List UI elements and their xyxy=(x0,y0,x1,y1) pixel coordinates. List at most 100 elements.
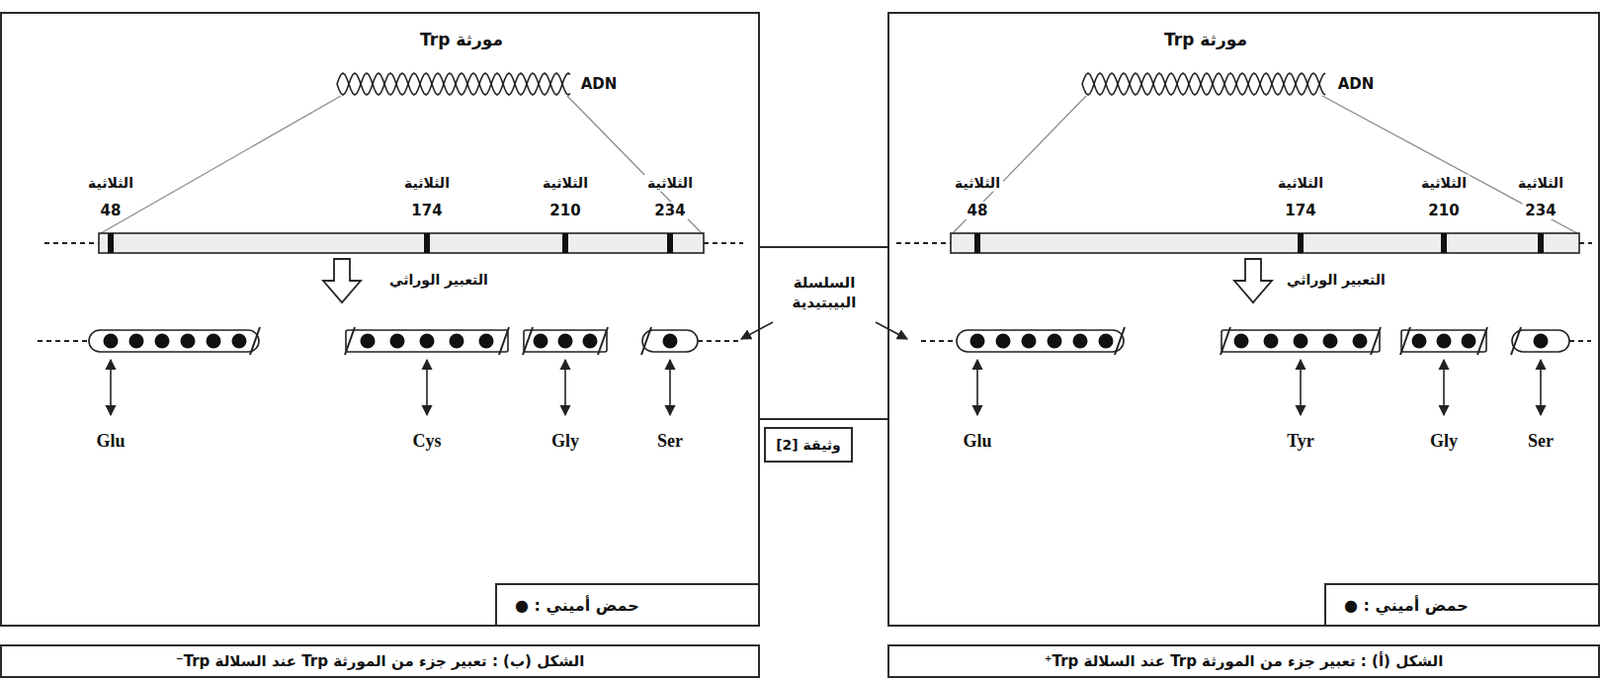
expression-label: التعبير الوراثي xyxy=(1283,271,1389,289)
document-label-box: وثيقة [2] xyxy=(763,426,853,463)
amino-acid-dot xyxy=(1412,334,1428,349)
amino-acid-dot xyxy=(1073,334,1089,349)
amino-acid-dot xyxy=(1533,334,1549,349)
chain-segment xyxy=(642,330,698,352)
triplet-label: الثلاثية xyxy=(539,174,591,192)
amino-acid-dot xyxy=(1021,334,1037,349)
amino-acid-dot xyxy=(1263,334,1279,349)
leader-arrow xyxy=(741,322,773,339)
gene-segment xyxy=(950,233,1580,253)
amino-acid-dot xyxy=(558,334,574,349)
chain-continuation xyxy=(697,339,740,342)
gene-segment xyxy=(98,233,704,253)
triplet-label: الثلاثية xyxy=(1274,174,1327,192)
chain-segment xyxy=(1221,330,1380,352)
chain-continuation xyxy=(921,339,957,342)
amino-acid-dot xyxy=(1323,334,1339,349)
chain-segment xyxy=(88,330,259,352)
triplet-number: 210 xyxy=(1425,201,1462,220)
triplet-label: الثلاثية xyxy=(1515,174,1567,192)
amino-acid-name: Tyr xyxy=(1283,430,1318,453)
amino-acid-name: Cys xyxy=(409,430,444,453)
caption-text: الشكل (أ) : تعبير جزء من المورثة Trp عند… xyxy=(1044,652,1444,671)
gene-figure xyxy=(37,73,744,416)
amino-acid-dot xyxy=(996,334,1011,349)
dna-strand xyxy=(1082,73,1326,95)
caption-box: الشكل (ب) : تعبير جزء من المورثة Trp عند… xyxy=(0,644,760,678)
chain-break xyxy=(1220,327,1231,355)
chain-segment xyxy=(1512,330,1570,352)
amino-acid-dot xyxy=(1047,334,1063,349)
chain-break xyxy=(1114,327,1125,355)
triplet-label: الثلاثية xyxy=(1418,174,1470,192)
amino-acid-dot xyxy=(206,334,222,349)
figure-panel: مورثة Trp ● : حمض أميني xyxy=(887,11,1600,627)
zoom-line xyxy=(567,95,702,234)
triplet-number: 210 xyxy=(546,201,584,220)
correspondence-arrow xyxy=(1442,359,1445,416)
amino-acid-name: Gly xyxy=(548,430,583,453)
triplet-label: الثلاثية xyxy=(84,174,137,192)
legend-box: ● : حمض أميني xyxy=(1324,583,1600,627)
legend-box: ● : حمض أميني xyxy=(495,583,760,627)
amino-acid-name: Glu xyxy=(92,430,128,453)
amino-acid-dot xyxy=(479,334,495,349)
amino-acid-dot xyxy=(1293,334,1309,349)
dna-label: ADN xyxy=(578,75,621,93)
chain-segment xyxy=(1401,330,1487,352)
triplet-number: 174 xyxy=(1281,201,1319,220)
legend-text: ● : حمض أميني xyxy=(1344,595,1469,615)
dna-strand xyxy=(336,73,571,95)
triplet-mark xyxy=(974,233,981,253)
chain-continuation xyxy=(37,339,89,342)
gene-continuation xyxy=(703,242,744,245)
expression-arrow xyxy=(323,258,361,303)
chain-break xyxy=(1511,327,1521,355)
center-area xyxy=(741,247,908,420)
correspondence-arrow xyxy=(109,359,112,416)
amino-acid-dot xyxy=(1461,334,1477,349)
correspondence-arrow xyxy=(1539,359,1542,416)
caption-box: الشكل (أ) : تعبير جزء من المورثة Trp عند… xyxy=(887,644,1600,678)
frame-line xyxy=(759,418,888,421)
triplet-mark xyxy=(562,233,569,253)
panel-title: مورثة Trp xyxy=(420,29,504,50)
amino-acid-name: Gly xyxy=(1427,430,1461,453)
zoom-line xyxy=(100,95,341,234)
expression-arrow xyxy=(1234,258,1272,303)
triplet-mark xyxy=(667,233,674,253)
chain-break xyxy=(1477,327,1488,355)
panel-title: مورثة Trp xyxy=(1164,29,1248,50)
amino-acid-dot xyxy=(1234,334,1250,349)
amino-acid-dot xyxy=(533,334,549,349)
zoom-line xyxy=(952,95,1087,234)
triplet-label: الثلاثية xyxy=(401,174,453,192)
chain-segment xyxy=(523,330,607,352)
amino-acid-dot xyxy=(420,334,435,349)
amino-acid-name: Ser xyxy=(654,430,686,453)
amino-acid-dot xyxy=(155,334,170,349)
chain-break xyxy=(597,327,608,355)
amino-acid-dot xyxy=(1098,334,1114,349)
triplet-mark xyxy=(1440,233,1447,253)
triplet-mark xyxy=(1297,233,1304,253)
gene-figure xyxy=(896,73,1593,416)
triplet-mark xyxy=(423,233,430,253)
gene-continuation xyxy=(896,242,951,245)
correspondence-arrow xyxy=(564,359,567,416)
caption-text: الشكل (ب) : تعبير جزء من المورثة Trp عند… xyxy=(175,652,586,671)
triplet-mark xyxy=(107,233,114,253)
dna-strand xyxy=(1082,73,1326,95)
correspondence-arrow xyxy=(425,359,428,416)
amino-acid-dot xyxy=(180,334,196,349)
amino-acid-dot xyxy=(663,334,678,349)
triplet-number: 48 xyxy=(964,201,992,220)
chain-break xyxy=(1400,327,1411,355)
gene-continuation xyxy=(1579,242,1593,245)
amino-acid-dot xyxy=(103,334,119,349)
amino-acid-dot xyxy=(1436,334,1452,349)
dna-strand xyxy=(336,73,571,95)
expression-label: التعبير الوراثي xyxy=(386,271,492,289)
